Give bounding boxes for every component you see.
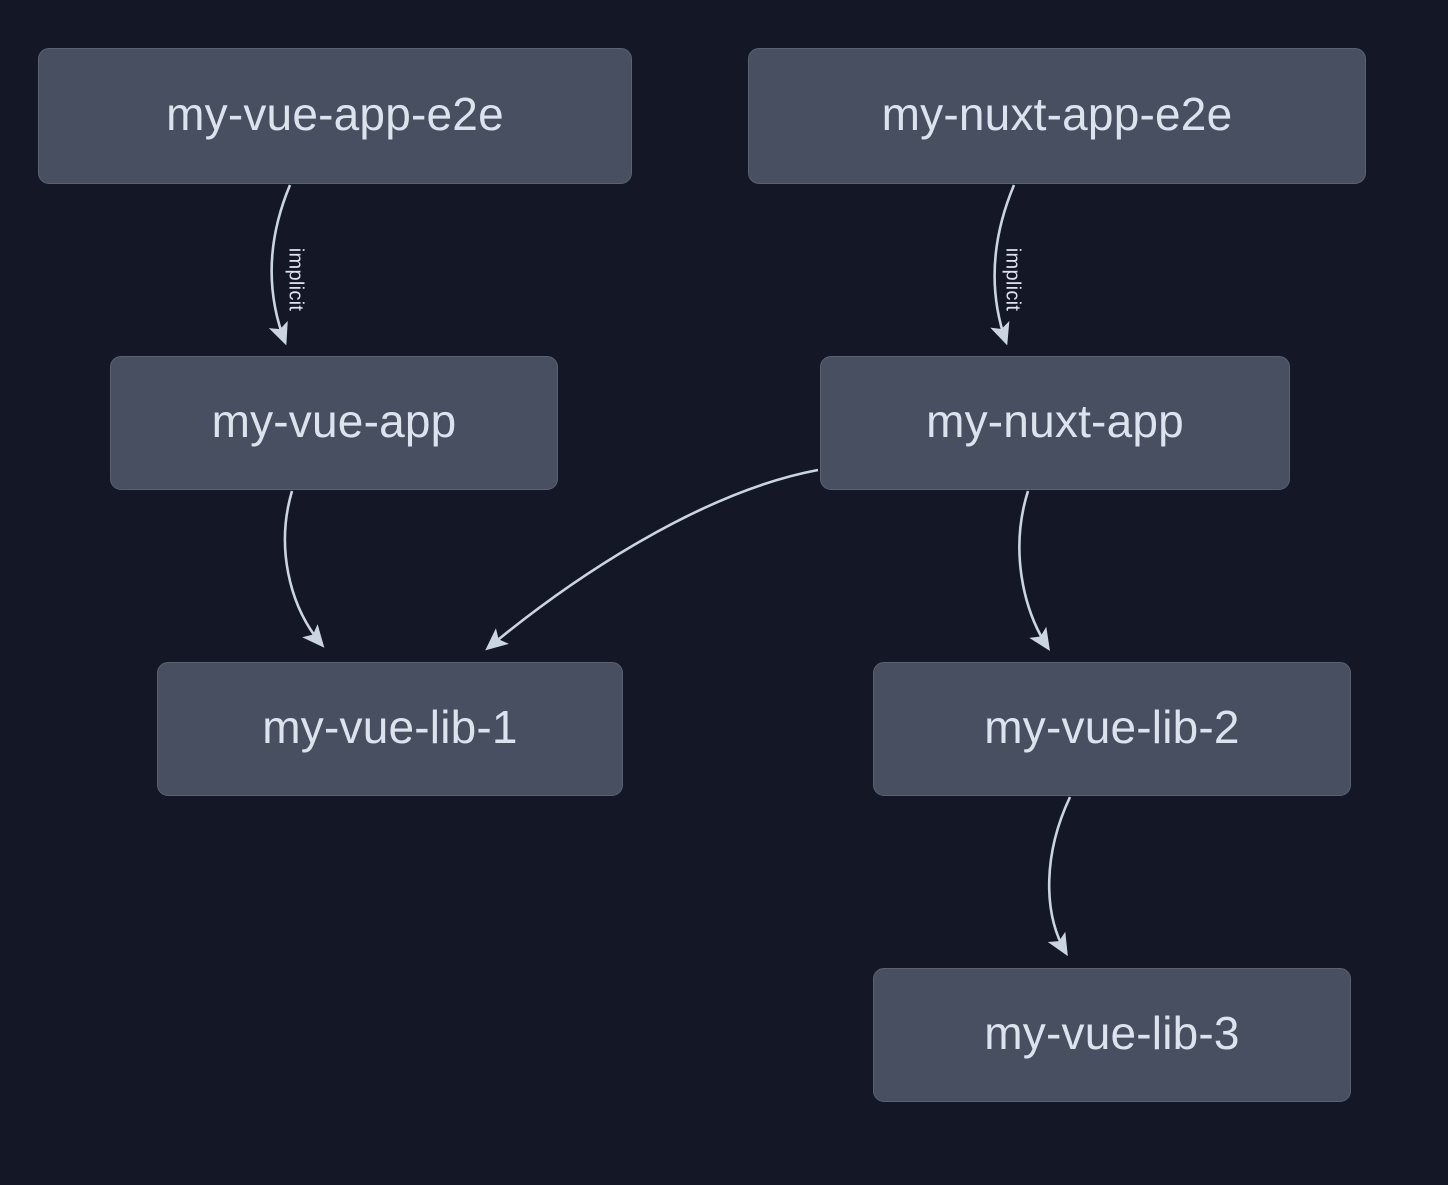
node-my-nuxt-app-e2e[interactable]: my-nuxt-app-e2e <box>748 48 1366 184</box>
node-my-vue-app-e2e[interactable]: my-vue-app-e2e <box>38 48 632 184</box>
node-label: my-vue-lib-3 <box>984 1007 1240 1059</box>
node-my-vue-lib-1[interactable]: my-vue-lib-1 <box>157 662 623 796</box>
node-my-vue-app[interactable]: my-vue-app <box>110 356 558 490</box>
node-label: my-nuxt-app <box>926 395 1184 447</box>
edge-my-nuxt-app-to-my-vue-lib-2[interactable] <box>1018 490 1050 652</box>
node-label: my-vue-lib-1 <box>262 701 518 753</box>
graph-edges <box>268 184 1072 957</box>
edge-my-vue-app-to-my-vue-lib-1[interactable] <box>283 490 325 648</box>
node-label: my-nuxt-app-e2e <box>881 88 1233 140</box>
node-my-vue-lib-3[interactable]: my-vue-lib-3 <box>873 968 1351 1102</box>
node-label: my-vue-app <box>211 395 457 447</box>
node-label: my-vue-lib-2 <box>984 701 1240 753</box>
node-my-vue-lib-2[interactable]: my-vue-lib-2 <box>873 662 1351 796</box>
edge-label-implicit-nuxt: implicit <box>1001 247 1024 312</box>
node-label: my-vue-app-e2e <box>166 88 504 140</box>
node-my-nuxt-app[interactable]: my-nuxt-app <box>820 356 1290 490</box>
edge-label-implicit-vue: implicit <box>284 247 307 312</box>
edge-my-nuxt-app-to-my-vue-lib-1[interactable] <box>485 468 819 651</box>
edge-my-vue-lib-2-to-my-vue-lib-3[interactable] <box>1047 796 1072 957</box>
